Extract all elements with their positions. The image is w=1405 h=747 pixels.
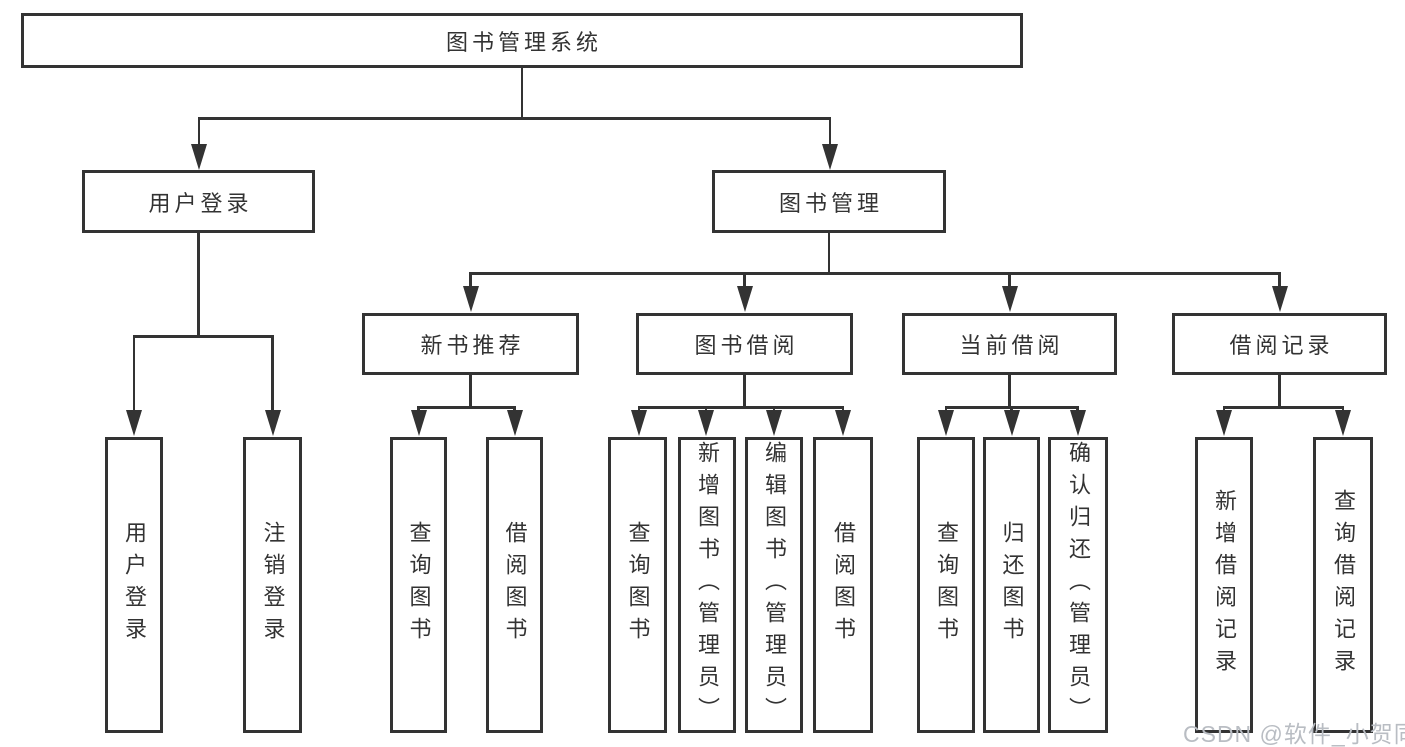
node-confirm-return-admin-label: 确认归还（管理员） [1066, 441, 1091, 729]
node-book-borrowing-label: 图书借阅 [694, 333, 799, 358]
connector-line [1278, 375, 1281, 406]
node-query-borrow-record-label: 查询借阅记录 [1331, 489, 1356, 681]
arrow-down-icon [462, 286, 479, 312]
arrow-down-icon [938, 410, 954, 436]
node-return-books-label: 归还图书 [999, 521, 1025, 649]
node-current-borrowing-label: 当前借阅 [959, 333, 1064, 358]
connector-line [197, 117, 831, 120]
node-library-management-system-label: 图书管理系统 [445, 29, 602, 55]
arrow-down-icon [126, 410, 142, 436]
node-return-books: 归还图书 [983, 437, 1040, 733]
arrow-down-icon [736, 286, 753, 312]
node-borrow-books-recommend: 借阅图书 [486, 437, 543, 733]
arrow-down-icon [766, 410, 782, 436]
node-library-management-system: 图书管理系统 [21, 13, 1023, 68]
arrow-down-icon [631, 410, 647, 436]
node-user-login-label: 用户登录 [148, 190, 253, 216]
node-edit-book-admin-label: 编辑图书（管理员） [762, 441, 787, 729]
arrow-down-icon [410, 410, 427, 436]
node-query-books-current-label: 查询图书 [934, 521, 959, 649]
connector-line [197, 233, 200, 335]
arrow-down-icon [822, 144, 838, 170]
connector-line [743, 375, 746, 406]
arrow-down-icon [835, 410, 851, 436]
connector-line [1008, 375, 1011, 406]
connector-line [637, 406, 844, 409]
arrow-down-icon [264, 410, 281, 436]
node-add-book-admin: 新增图书（管理员） [678, 437, 736, 733]
connector-line [271, 335, 274, 413]
connector-line [1008, 272, 1011, 288]
node-add-borrow-record-label: 新增借阅记录 [1212, 489, 1237, 681]
node-borrow-books-borrowing: 借阅图书 [813, 437, 873, 733]
connector-line [827, 233, 831, 272]
arrow-down-icon [1216, 410, 1232, 436]
arrow-down-icon [191, 144, 207, 170]
arrow-down-icon [506, 410, 523, 436]
node-edit-book-admin: 编辑图书（管理员） [745, 437, 803, 733]
watermark: CSDN @软件_小贺同学 [1183, 721, 1405, 747]
arrow-down-icon [1335, 410, 1351, 436]
connector-line [197, 117, 201, 147]
node-query-books-recommend: 查询图书 [390, 437, 447, 733]
node-query-books-recommend-label: 查询图书 [406, 521, 432, 649]
node-confirm-return-admin: 确认归还（管理员） [1048, 437, 1108, 733]
connector-line [1222, 406, 1344, 409]
node-new-book-recommendation-label: 新书推荐 [420, 333, 525, 358]
node-book-borrowing: 图书借阅 [636, 313, 853, 375]
connector-line [132, 335, 274, 338]
node-add-book-admin-label: 新增图书（管理员） [695, 441, 720, 729]
connector-line [469, 272, 472, 288]
connector-line [469, 272, 1282, 275]
node-borrow-books-recommend-label: 借阅图书 [502, 521, 528, 649]
node-add-borrow-record: 新增借阅记录 [1195, 437, 1253, 733]
node-user-login-leaf: 用户登录 [105, 437, 163, 733]
node-user-login: 用户登录 [82, 170, 315, 233]
arrow-down-icon [698, 410, 714, 436]
arrow-down-icon [1003, 410, 1020, 436]
arrow-down-icon [1001, 286, 1018, 312]
connector-line [520, 68, 524, 117]
arrow-down-icon [1271, 286, 1288, 312]
node-user-login-leaf-label: 用户登录 [122, 521, 147, 649]
connector-line [132, 335, 136, 413]
node-query-borrow-record: 查询借阅记录 [1313, 437, 1373, 733]
node-query-books-current: 查询图书 [917, 437, 975, 733]
node-book-management-label: 图书管理 [778, 190, 883, 216]
node-borrow-books-borrowing-label: 借阅图书 [831, 521, 856, 649]
node-query-books-borrowing-label: 查询图书 [625, 521, 651, 649]
connector-line [1278, 272, 1281, 288]
node-current-borrowing: 当前借阅 [902, 313, 1117, 375]
node-book-management: 图书管理 [712, 170, 946, 233]
node-new-book-recommendation: 新书推荐 [362, 313, 579, 375]
connector-line [417, 406, 516, 409]
node-query-books-borrowing: 查询图书 [608, 437, 667, 733]
node-logout: 注销登录 [243, 437, 302, 733]
node-logout-label: 注销登录 [260, 521, 286, 649]
node-borrowing-records-label: 借阅记录 [1229, 333, 1334, 358]
connector-line [828, 117, 832, 147]
connector-line [743, 272, 746, 288]
node-borrowing-records: 借阅记录 [1172, 313, 1387, 375]
arrow-down-icon [1069, 410, 1086, 436]
connector-line [469, 375, 472, 406]
